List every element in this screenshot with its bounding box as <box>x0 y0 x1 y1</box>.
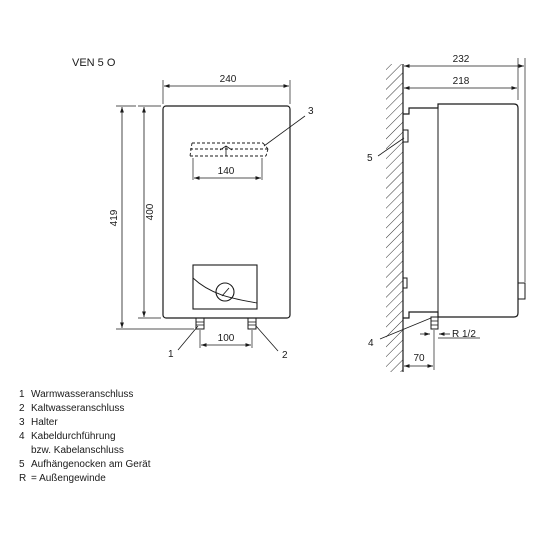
mounting-lug <box>402 129 409 143</box>
legend-key: 3 <box>19 417 25 428</box>
control-panel <box>192 264 258 310</box>
callout-4: 4 <box>368 338 374 349</box>
leader-4 <box>379 317 432 340</box>
dim-100-label: 100 <box>218 333 235 344</box>
bracket-dashed <box>189 142 269 157</box>
legend-key: 5 <box>19 459 25 470</box>
legend-item: 2 Kaltwasseranschluss <box>19 402 319 416</box>
front-view <box>116 80 306 352</box>
callout-5: 5 <box>367 153 373 164</box>
dim-140-label: 140 <box>218 166 235 177</box>
leader-2 <box>255 325 279 352</box>
cold-water-pipe <box>247 317 257 330</box>
legend-text: Halter <box>31 417 58 428</box>
legend-key: 4 <box>19 431 25 442</box>
dim-218-label: 218 <box>453 76 470 87</box>
dim-400-label: 400 <box>145 203 156 220</box>
callout-2: 2 <box>282 350 288 361</box>
legend-item: R = Außengewinde <box>19 472 319 486</box>
legend-text: bzw. Kabelanschluss <box>31 445 124 456</box>
thread-label: R 1/2 <box>452 329 476 340</box>
side-pipe <box>430 316 439 330</box>
heater-body-side <box>403 103 519 319</box>
model-label: VEN 5 O <box>72 57 116 69</box>
hot-water-pipe <box>195 317 205 330</box>
legend-item: 5 Aufhängenocken am Gerät <box>19 458 319 472</box>
leader-3 <box>263 115 306 147</box>
dim-232-label: 232 <box>453 54 470 65</box>
legend-key: 1 <box>19 389 25 400</box>
leader-1 <box>177 325 199 351</box>
legend-item: 4 Kabeldurchführung <box>19 430 319 444</box>
legend-text: = Außengewinde <box>31 473 106 484</box>
callout-3: 3 <box>308 106 314 117</box>
legend: 1 Warmwasseranschluss 2 Kaltwasseranschlus… <box>19 388 319 486</box>
panel-curve <box>192 277 258 304</box>
legend-item: 3 Halter <box>19 416 319 430</box>
side-knob <box>517 282 526 300</box>
side-view <box>377 58 526 372</box>
callout-1: 1 <box>168 349 174 360</box>
dim-240-label: 240 <box>220 74 237 85</box>
leader-5 <box>377 137 405 157</box>
legend-text: Aufhängenocken am Gerät <box>31 459 151 470</box>
temperature-knob <box>215 282 235 302</box>
legend-item: 1 Warmwasseranschluss <box>19 388 319 402</box>
legend-key: R <box>19 473 27 484</box>
dim-419-label: 419 <box>109 209 120 226</box>
heater-body-front <box>162 105 291 319</box>
legend-text: Kabeldurchführung <box>31 431 116 442</box>
legend-key: 2 <box>19 403 25 414</box>
legend-text: Warmwasseranschluss <box>31 389 134 400</box>
legend-item: bzw. Kabelanschluss <box>19 444 319 458</box>
dim-70-label: 70 <box>413 353 425 364</box>
legend-text: Kaltwasseranschluss <box>31 403 125 414</box>
wall-hatching <box>386 64 403 372</box>
